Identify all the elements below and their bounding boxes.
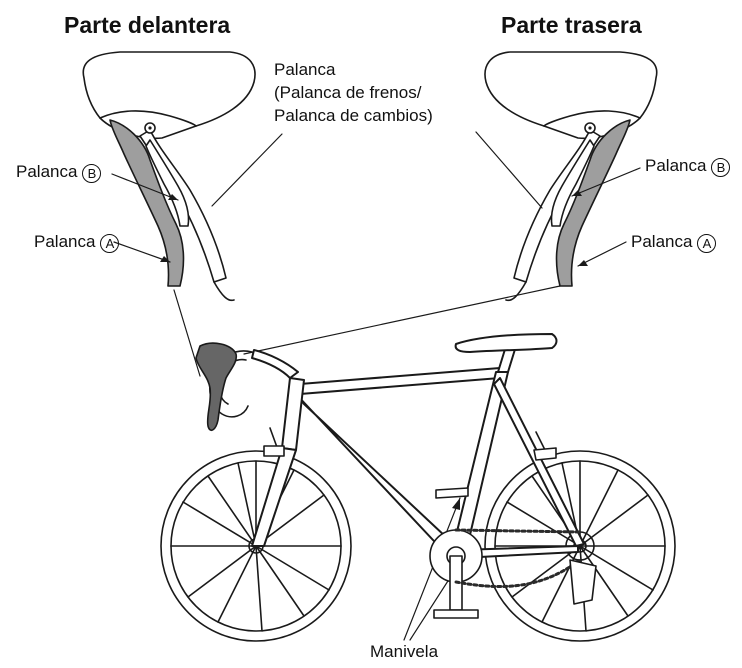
rear-shifter-to-bike-line [243,285,561,355]
drivetrain [429,487,597,619]
bicycle-illustration [160,333,676,642]
rear-lever-a-word: Palanca [631,232,693,251]
rear-brake-cable [505,281,527,302]
rear-main-lever-leader [475,131,543,209]
front-main-lever-leader [211,133,283,207]
front-lever-a-leader [113,241,171,263]
handlebar-drops [195,342,253,432]
pedal [433,609,479,619]
front-lever-b-word: Palanca [16,162,78,181]
bike-frame [251,333,585,559]
rear-derailleur [569,559,597,605]
front-section-title: Parte delantera [64,12,231,38]
front-lever-b-blade [145,139,190,227]
chain-bottom [454,558,582,589]
front-lever-b-circled-letter: B [82,164,102,183]
saddle [454,333,558,353]
front-shifter-hood [82,51,256,140]
mounted-shifter [195,342,238,432]
front-shifter-illustration [82,51,256,302]
front-shifter-to-bike-line [173,289,201,377]
front-shifter-hood-edge [99,110,197,127]
rear-lever-a-leader [577,241,627,267]
front-lever-a-word: Palanca [34,232,96,251]
rear-lever-a-circled-letter: A [697,234,717,253]
front-brake [263,427,285,457]
front-lever-b-leader [111,173,179,201]
front-fork [251,447,297,547]
main-lever-label-line-2: (Palanca de frenos/ [274,83,422,102]
crank-label: Manivela [370,642,439,661]
front-lever-a-blade [109,119,185,287]
rear-lever-b-blade [550,139,595,227]
rear-shifter-illustration [484,51,658,302]
main-lever-label: Palanca (Palanca de frenos/ Palanca de c… [274,58,433,127]
seat-tube [451,371,509,553]
front-brake-cable [213,281,235,302]
crank-leader-left [403,497,461,641]
front-lever-a-circled-letter: A [100,234,120,253]
stem [251,349,299,379]
rear-pedal [435,487,469,499]
rear-lever-b-leader [571,167,641,197]
main-lever-label-line-3: Palanca de cambios) [274,106,433,125]
top-tube [299,367,501,395]
head-tube [281,377,305,451]
rear-shifter-hood-edge [543,110,641,127]
front-wheel [160,450,352,642]
rear-lever-b-circled-letter: B [711,158,731,177]
chain-top [454,528,582,534]
main-lever-label-line-1: Palanca [274,60,336,79]
down-tube [295,393,463,557]
rear-lever-b-word: Palanca [645,156,707,175]
rear-section-title: Parte trasera [501,12,642,38]
rear-brake [533,431,557,461]
rear-shifter-hood [484,51,658,140]
